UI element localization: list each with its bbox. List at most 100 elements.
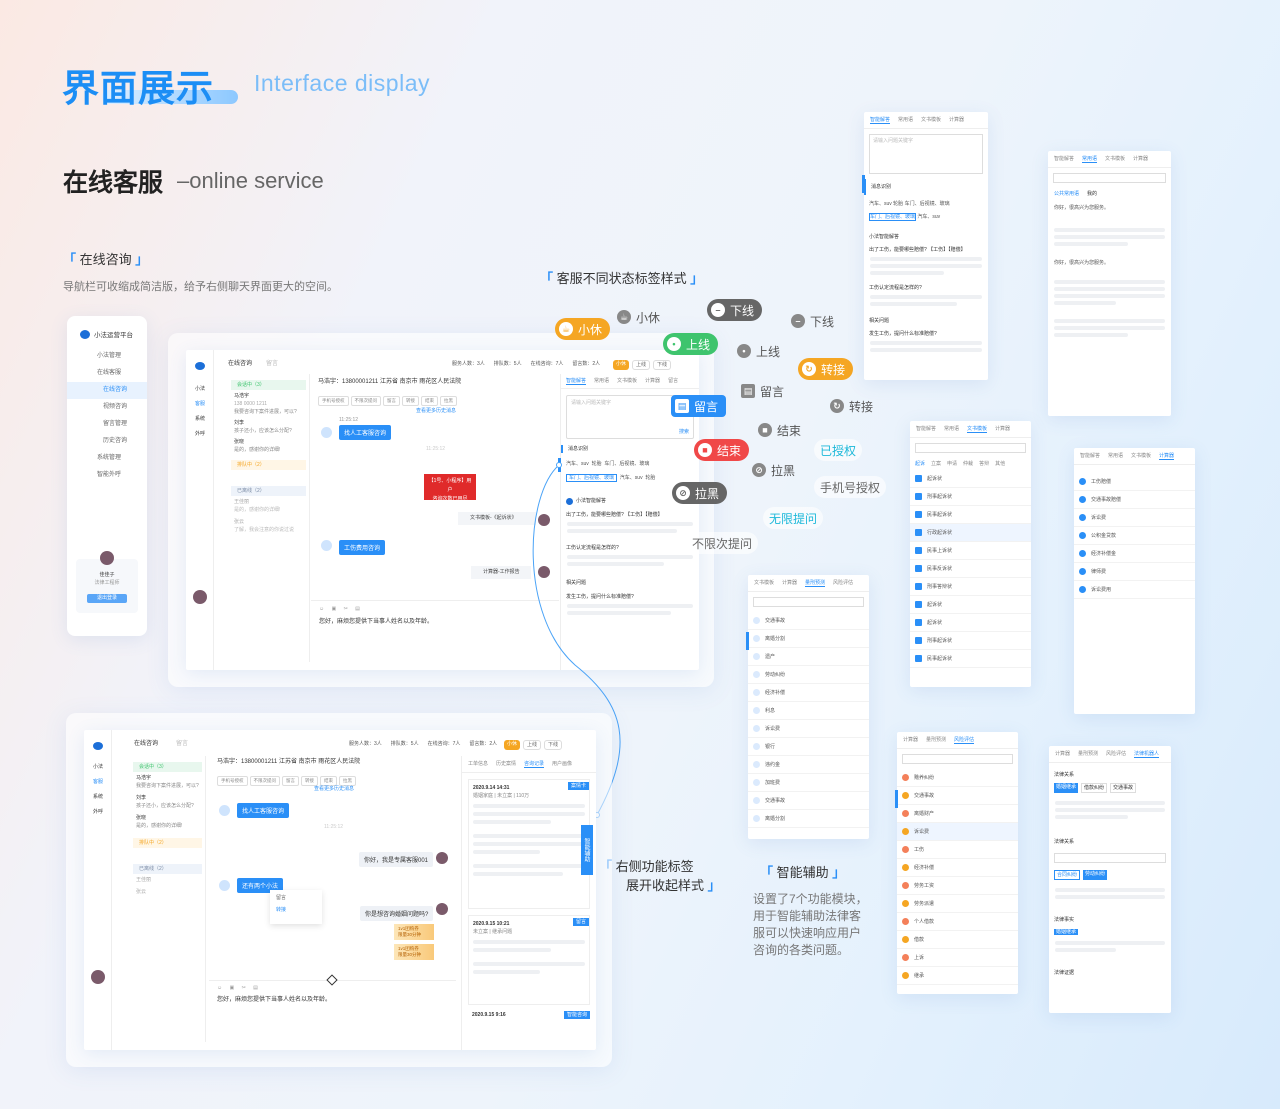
calculator-message[interactable]: 计算器-工作报告 [471, 566, 531, 579]
minus-icon: – [711, 303, 725, 317]
user-name: 佳佳子 [99, 572, 115, 578]
collapsed-nav-item[interactable]: 系统 [195, 416, 206, 422]
lawsuit-panel: 计算器量刑预测风险评估 赡养纠纷 交通事故 离婚财产 诉讼费 工伤 经济补偿 劳… [897, 732, 1018, 994]
panel-toggle-handle[interactable] [746, 632, 749, 650]
chat-tabs: 在线咨询 留言 [228, 360, 278, 369]
agent-message: 你好，我是专属客服001 [359, 852, 434, 867]
collapsed-nav-item[interactable]: 客服 [195, 401, 206, 407]
question-textarea[interactable]: 请输入问题关键字 [869, 134, 983, 174]
page-header-title: 界面展示 [62, 58, 242, 110]
contact-name[interactable]: 刘李 [234, 420, 245, 426]
coupon-card[interactable]: 1v1团购券限量30分钟 [394, 944, 434, 960]
logo-icon [195, 362, 205, 370]
user-message: 找人工客服咨询 [339, 425, 392, 440]
question-textarea[interactable]: 请输入问题关键字 搜索 [566, 395, 694, 439]
more-history-link[interactable]: 查看更多历史消息 [416, 408, 457, 414]
doc-template-message[interactable]: 文书模板-《起诉状》 [458, 512, 536, 525]
alert-card: 【1号、小程序】用户咨询次数已用尽 [424, 474, 476, 502]
status-tag-phone-auth: 手机号授权 [814, 476, 887, 498]
chat-icon: • [737, 344, 751, 358]
user-card: 佳佳子 法律工程师 退出登录 [76, 551, 138, 613]
nav-item-3[interactable]: 视频咨询 [103, 404, 128, 410]
nav-item-5[interactable]: 历史咨询 [103, 438, 128, 444]
law-search-input[interactable] [1054, 853, 1166, 863]
resize-handle[interactable] [326, 974, 338, 986]
agent-avatar [538, 514, 550, 526]
nav-item-6[interactable]: 系统管理 [97, 455, 122, 461]
status-tag-rest-plain: ☕小休 [613, 306, 664, 328]
assist-panel: 智能解答常用语文书模板计算器留言 请输入问题关键字 搜索 消息识别 汽车、suv… [560, 374, 699, 670]
collapsed-nav: 小法 客服 系统 外呼 [84, 730, 112, 1050]
group-queue[interactable]: 排队中（2） [231, 460, 306, 470]
user-avatar [100, 551, 114, 565]
chat-screen-2: 小法 客服 系统 外呼 在线咨询留言 服务人数：3人排队数：5人在线咨询：7人留… [84, 730, 596, 1050]
group-offline[interactable]: 已离线（2） [231, 486, 306, 496]
smart-assist-tab[interactable]: 智能辅助 [581, 825, 593, 875]
status-rest-button[interactable]: 小休 [613, 360, 630, 370]
status-tag-transfer: ↻转接 [798, 358, 854, 380]
smart-answer-panel: 智能解答常用语文书模板计算器 请输入问题关键字 消息识别 汽车、suv 轮胎 车… [864, 112, 988, 380]
side-panel-label: 「 右侧功能标签 展开收起样式 」 [599, 859, 721, 893]
status-tag-offline-plain: –下线 [787, 310, 838, 332]
status-tag-rest: ☕小休 [555, 318, 611, 340]
nav-item-4[interactable]: 留言管理 [103, 421, 128, 427]
transfer-icon: ↻ [830, 399, 844, 413]
case-search-input[interactable] [753, 597, 864, 607]
chat-input[interactable]: 您好，麻烦您提供下当事人姓名以及年龄。 [319, 619, 434, 625]
consult-desc: 导航栏可收缩成简洁版，给予右侧聊天界面更大的空间。 [63, 281, 338, 293]
logout-button[interactable]: 退出登录 [87, 594, 127, 603]
status-tag-end: ■结束 [694, 439, 750, 461]
nav-item-0[interactable]: 小法管理 [97, 353, 122, 359]
nav-item-7[interactable]: 智能外呼 [97, 472, 122, 478]
status-tag-block-plain: ⊘拉黑 [748, 459, 799, 481]
panel-toggle-handle[interactable] [862, 175, 865, 193]
answer-question[interactable]: 出了工伤，能要哪些赔偿? 【工伤】【赔偿】 [566, 512, 663, 518]
contact-name[interactable]: 马浩宇 [234, 393, 250, 399]
collapsed-nav-item[interactable]: 外呼 [195, 431, 206, 437]
nav-item-1[interactable]: 在线客服 [97, 370, 122, 376]
title-en: Interface display [254, 70, 430, 96]
lawsuit-search-input[interactable] [902, 754, 1013, 764]
contact-name[interactable]: 张晓 [234, 439, 245, 445]
status-tag-transfer-plain: ↻转接 [826, 395, 877, 417]
status-offline-button[interactable]: 下线 [653, 360, 672, 370]
collapsed-nav-item[interactable]: 小法 [195, 386, 206, 392]
logo-icon [80, 329, 90, 339]
phrases-panel: 智能解答常用语文书模板计算器 公共常用语我的 你好，很高兴为您服务。 你好，很高… [1048, 151, 1171, 416]
tab-smart-answer[interactable]: 智能解答 [566, 378, 587, 385]
tab-message[interactable]: 留言 [266, 361, 279, 367]
agent-avatar[interactable] [193, 590, 207, 604]
tab-online[interactable]: 在线咨询 [228, 361, 253, 367]
phrase-search-input[interactable] [1053, 173, 1166, 183]
user-tags: 手机号授权不限次提问留言转接结束拉黑 [318, 389, 558, 407]
nav-item-2[interactable]: 在线咨询 [67, 382, 147, 399]
status-tag-offline: –下线 [707, 299, 763, 321]
status-tag-online-plain: •上线 [733, 340, 784, 362]
group-active[interactable]: 会话中（3） [231, 380, 306, 390]
answer-question[interactable]: 工伤认定流程是怎样的? [566, 545, 619, 551]
doc-search-input[interactable] [915, 443, 1026, 453]
user-role: 法律工程师 [94, 580, 120, 586]
history-panel: 工单信息历史案情咨询记录用户画像 2020.9.14 14:31 婚姻家庭 | … [461, 756, 596, 1050]
panel-toggle-handle[interactable] [895, 790, 898, 808]
coupon-card[interactable]: 1v1团购券限量30分钟 [394, 924, 434, 940]
section-title: 在线客服 [63, 169, 164, 197]
record-card: 2020.9.15 10:21 未立案 | 继承问题 留言 [468, 915, 590, 1005]
agent-avatar [538, 566, 550, 578]
user-message: 工伤费用咨询 [339, 540, 386, 555]
chat-icon: • [667, 337, 681, 351]
agent-avatar[interactable] [91, 970, 105, 984]
input-toolbar-icons[interactable]: ☺ ▣ ✂ ▤ [319, 606, 363, 612]
related-question[interactable]: 发生工伤，提问什么标准赔偿? [566, 594, 634, 600]
user-avatar [321, 427, 332, 438]
cup-icon: ☕ [617, 310, 631, 324]
bot-icon [566, 497, 573, 505]
context-menu[interactable]: 留言转接 [270, 890, 322, 924]
status-online-button[interactable]: 上线 [632, 360, 651, 370]
keyword-chips: 汽车、suv 轮胎 车门、后视镜、玻璃 车门、后视镜、玻璃 汽车、suv 轮胎 [566, 461, 656, 482]
conversation-header: 马浩宇：13800001211 江苏省 南京市 雨花区人民法院 手机号授权不限次… [318, 378, 558, 407]
status-styles-label: 「 客服不同状态标签样式 」 [540, 271, 704, 286]
stats-bar: 服务人数：3人 排队数：5人 在线咨询：7人 留言数：2人 [452, 361, 601, 367]
status-tag-unlimited: 无限提问 [763, 507, 824, 529]
user-avatar [321, 540, 332, 551]
